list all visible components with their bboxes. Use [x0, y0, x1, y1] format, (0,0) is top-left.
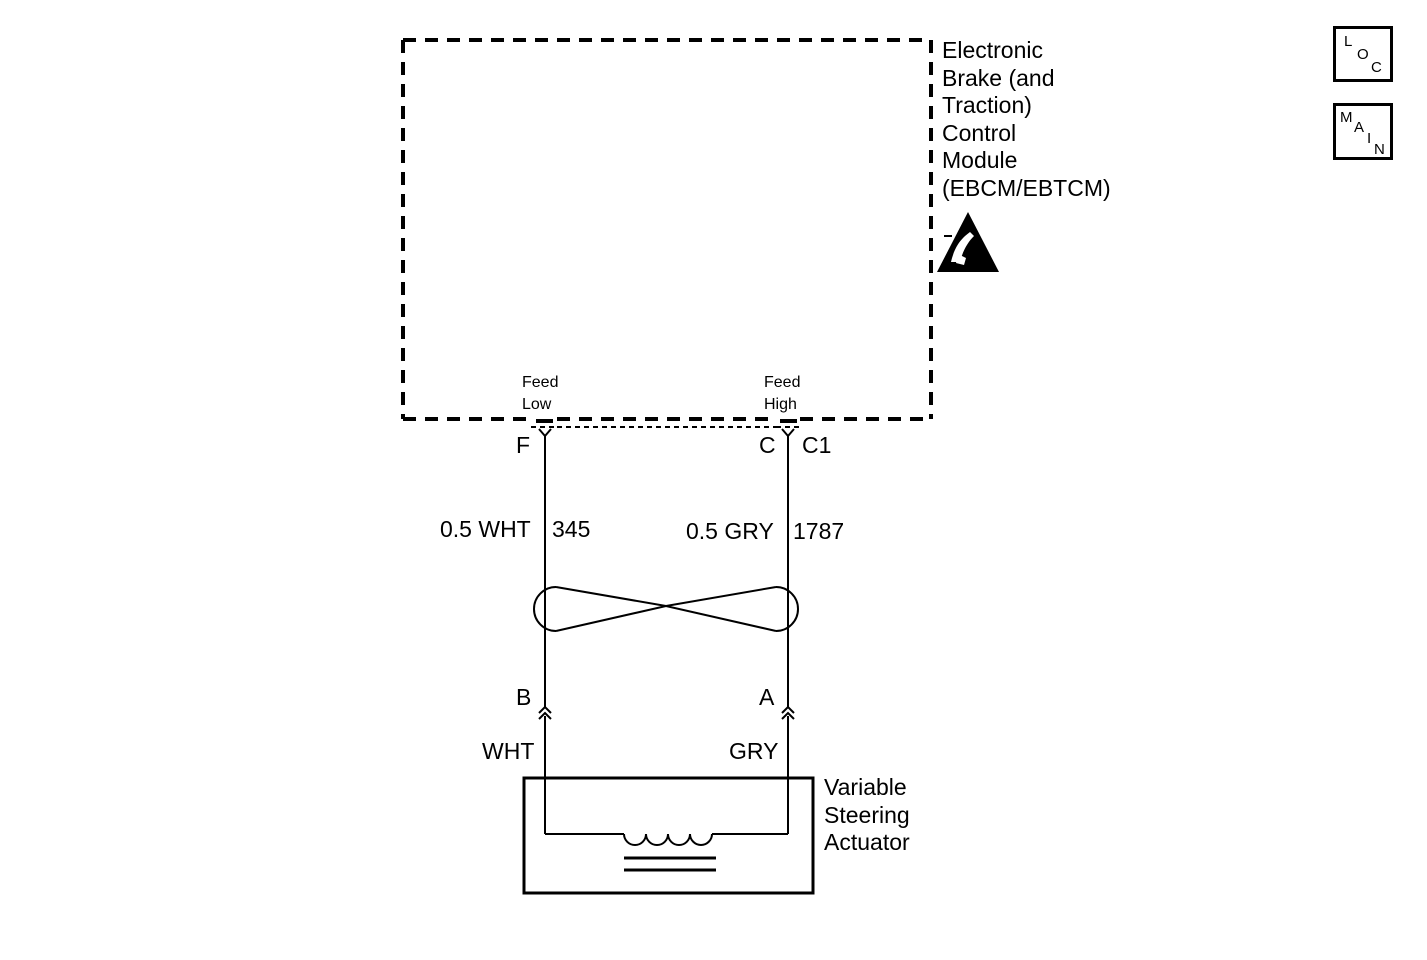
actuator-name: Variable Steering Actuator [824, 774, 910, 857]
loc-letter-c: C [1371, 59, 1382, 76]
pin-f: F [516, 432, 531, 458]
actuator-name-line: Steering [824, 801, 910, 828]
actuator-outline [522, 776, 815, 895]
loc-letter-o: O [1357, 46, 1369, 63]
module-outline [401, 38, 933, 428]
actuator-name-line: Actuator [824, 829, 910, 855]
wire-low-circuit: 345 [552, 516, 591, 542]
main-button[interactable]: M A I N [1333, 103, 1393, 160]
feed-high-label-line: Feed [764, 374, 801, 391]
pin-a: A [759, 684, 775, 710]
feed-low-label-line: Low [522, 396, 552, 413]
actuator-name-line: Variable [824, 774, 907, 800]
module-name: Electronic Brake (and Traction) Control … [942, 37, 1111, 202]
main-letter-n: N [1374, 141, 1385, 158]
loc-button[interactable]: L O C [1333, 26, 1393, 82]
module-name-line: Module [942, 147, 1018, 173]
module-name-line: Traction) [942, 92, 1032, 118]
actuator-gry-label: GRY [729, 738, 779, 764]
feed-high-label: Feed High [764, 372, 800, 416]
module-name-line: (EBCM/EBTCM) [942, 174, 1111, 201]
coil-icon [545, 833, 788, 872]
pin-c: C [759, 432, 776, 458]
connector-c1: C1 [802, 432, 832, 458]
module-name-line: Brake (and [942, 64, 1055, 91]
loc-letter-l: L [1344, 33, 1353, 50]
pin-b: B [516, 684, 532, 710]
wire-high-color: 0.5 GRY [686, 518, 774, 544]
feed-low-label: Feed Low [522, 372, 558, 416]
wire-low-color: 0.5 WHT [440, 516, 531, 542]
main-letter-a: A [1354, 119, 1365, 136]
twisted-pair-icon [533, 586, 799, 632]
main-letter-i: I [1367, 130, 1372, 147]
wire-high-circuit: 1787 [793, 518, 845, 544]
actuator-wht-label: WHT [482, 738, 535, 764]
esd-sensitive-icon [937, 212, 999, 272]
module-connector-pins [536, 419, 797, 438]
module-name-line: Control [942, 119, 1017, 146]
main-letter-m: M [1340, 109, 1353, 126]
actuator-connector-pins [538, 705, 795, 720]
module-name-line: Electronic [942, 37, 1043, 63]
feed-high-label-line: High [764, 396, 797, 413]
feed-low-label-line: Feed [522, 374, 559, 391]
